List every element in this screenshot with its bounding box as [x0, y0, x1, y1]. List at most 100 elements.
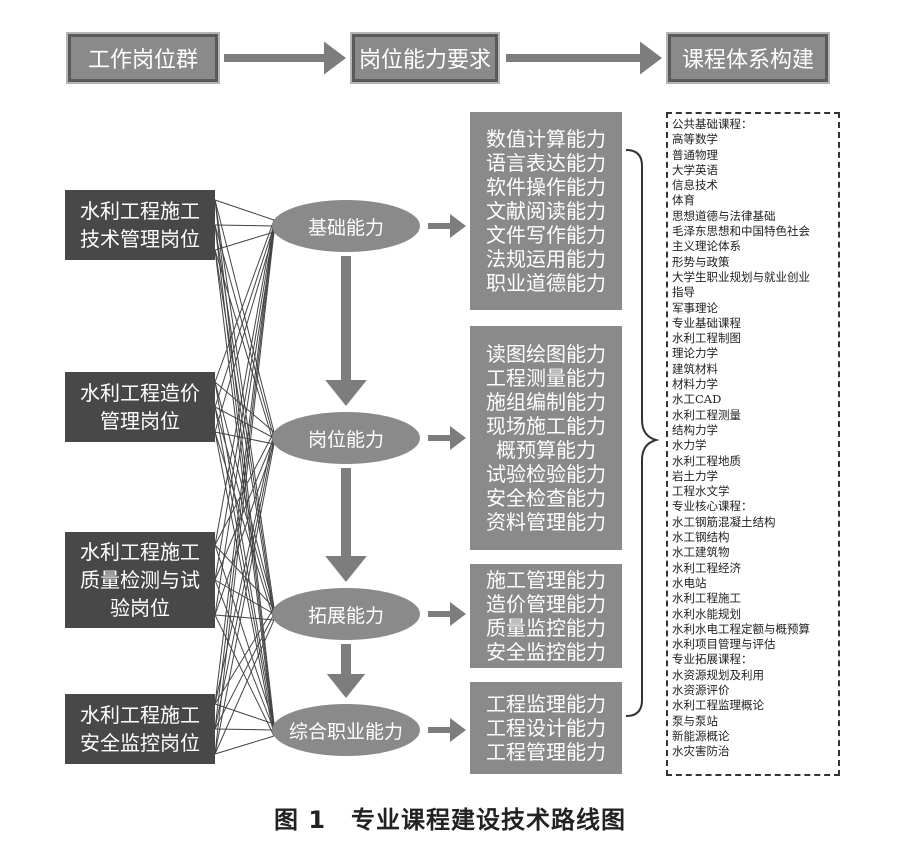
course-item: 专业核心课程：	[672, 499, 753, 514]
link-line	[214, 224, 275, 227]
course-item: 水电站	[672, 575, 707, 590]
link-line	[214, 607, 275, 705]
figure-caption: 图 1 专业课程建设技术路线图	[273, 806, 627, 834]
arrow-to-items-0-shaft	[428, 223, 450, 229]
header-curriculum-construction: 课程体系构建	[666, 32, 830, 84]
course-item: 大学英语	[672, 162, 718, 177]
course-item: 思想道德与法律基础	[672, 208, 776, 223]
course-item: 形势与政策	[672, 254, 730, 269]
link-line	[214, 735, 275, 755]
ability-comprehensive: 综合职业能力	[272, 704, 420, 756]
basic-ability-items: 数值计算能力 语言表达能力 软件操作能力 文献阅读能力 文件写作能力 法规运用能…	[470, 112, 622, 310]
ability-item: 安全检查能力	[486, 486, 606, 510]
course-item: 水利工程制图	[672, 331, 741, 346]
ability-item: 施组编制能力	[486, 390, 606, 414]
comprehensive-ability-items: 工程监理能力 工程设计能力 工程管理能力	[470, 682, 622, 774]
link-line	[214, 437, 275, 581]
course-item: 水利工程监理概论	[672, 698, 764, 713]
ability-item: 现场施工能力	[486, 414, 606, 438]
course-item: 专业基础课程	[672, 315, 741, 330]
job-ability-links	[214, 199, 275, 755]
link-line	[214, 199, 275, 221]
course-item: 专业拓展课程：	[672, 652, 753, 667]
course-item: 水利工程地质	[672, 453, 741, 468]
ability-item: 软件操作能力	[486, 175, 606, 199]
ability-item: 法规运用能力	[486, 247, 606, 271]
ability-item: 施工管理能力	[486, 568, 606, 592]
course-item: 主义理论体系	[672, 239, 741, 254]
link-line	[214, 614, 275, 737]
curriculum-course-list: 公共基础课程：高等数学普通物理大学英语信息技术体育思想道德与法律基础毛泽东思想和…	[666, 112, 840, 776]
ability-basic: 基础能力	[272, 200, 420, 252]
course-item: 信息技术	[672, 178, 718, 193]
header-arrows	[224, 41, 662, 75]
job-construction-technical-management: 水利工程施工技术管理岗位	[65, 190, 215, 260]
job-quality-inspection-testing: 水利工程施工质量检测与试验岗位	[65, 532, 215, 628]
arrow-to-items-2-head	[450, 602, 466, 626]
arrow-post-to-extended-head	[325, 556, 367, 582]
course-item: 水利水电工程定额与概预算	[672, 621, 810, 636]
course-item: 体育	[672, 193, 695, 208]
post-ability-items: 读图绘图能力 工程测量能力 施组编制能力 现场施工能力 概预算能力 试验检验能力…	[470, 326, 622, 550]
arrow-extended-to-comprehensive-shaft	[341, 644, 351, 674]
course-item: 大学生职业规划与就业创业	[672, 269, 810, 284]
course-item: 水资源评价	[672, 682, 730, 697]
ability-extended: 拓展能力	[272, 588, 420, 640]
ability-item: 文件写作能力	[486, 223, 606, 247]
header-arrow-2-shaft	[506, 54, 640, 62]
link-line	[214, 231, 275, 616]
link-line	[214, 249, 275, 445]
ability-post: 岗位能力	[272, 412, 420, 464]
link-line	[214, 225, 275, 581]
ability-item: 安全监控能力	[486, 640, 606, 664]
course-item: 水利工程测量	[672, 407, 741, 422]
link-line	[214, 225, 275, 730]
link-line	[214, 431, 275, 445]
link-line	[214, 431, 275, 705]
course-item: 水灾害防治	[672, 744, 730, 759]
course-item: 水利项目管理与评估	[672, 637, 776, 652]
course-item: 水工建筑物	[672, 545, 730, 560]
course-item: 普通物理	[672, 147, 718, 162]
ability-item: 职业道德能力	[486, 271, 606, 295]
ability-item: 质量监控能力	[486, 616, 606, 640]
link-line	[214, 231, 275, 433]
extended-ability-items: 施工管理能力 造价管理能力 质量监控能力 安全监控能力	[470, 564, 622, 668]
course-item: 指导	[672, 285, 695, 300]
header-job-group: 工作岗位群	[66, 32, 220, 84]
course-item: 水工CAD	[672, 392, 722, 407]
arrow-basic-to-post-head	[325, 380, 367, 406]
link-line	[214, 381, 275, 725]
ability-item: 概预算能力	[496, 438, 596, 462]
link-line	[214, 437, 275, 730]
ability-item: 资料管理能力	[486, 510, 606, 534]
ability-to-items-arrows	[428, 214, 466, 742]
link-line	[214, 443, 275, 755]
course-item: 工程水文学	[672, 484, 730, 499]
ability-item: 试验检验能力	[486, 462, 606, 486]
link-line	[214, 431, 275, 546]
course-item: 水工钢结构	[672, 530, 730, 545]
course-item: 理论力学	[672, 346, 718, 361]
course-item: 水利水能规划	[672, 606, 741, 621]
arrow-to-items-3-head	[450, 718, 466, 742]
header-arrow-1-head	[324, 41, 346, 75]
link-line	[214, 703, 275, 725]
link-line	[214, 231, 275, 251]
arrow-to-items-1-shaft	[428, 435, 450, 441]
arrow-to-items-3-shaft	[428, 727, 450, 733]
course-item: 结构力学	[672, 422, 718, 437]
header-capability-requirement: 岗位能力要求	[350, 32, 500, 84]
link-line	[214, 231, 275, 755]
link-line	[214, 544, 275, 609]
link-line	[214, 219, 275, 705]
link-line	[214, 443, 275, 616]
link-line	[214, 544, 275, 725]
ability-item: 文献阅读能力	[486, 199, 606, 223]
course-item: 水利工程经济	[672, 560, 741, 575]
link-line	[214, 579, 275, 731]
header-arrow-1-shaft	[224, 54, 324, 62]
arrow-extended-to-comprehensive-head	[326, 674, 366, 698]
link-line	[214, 613, 275, 730]
